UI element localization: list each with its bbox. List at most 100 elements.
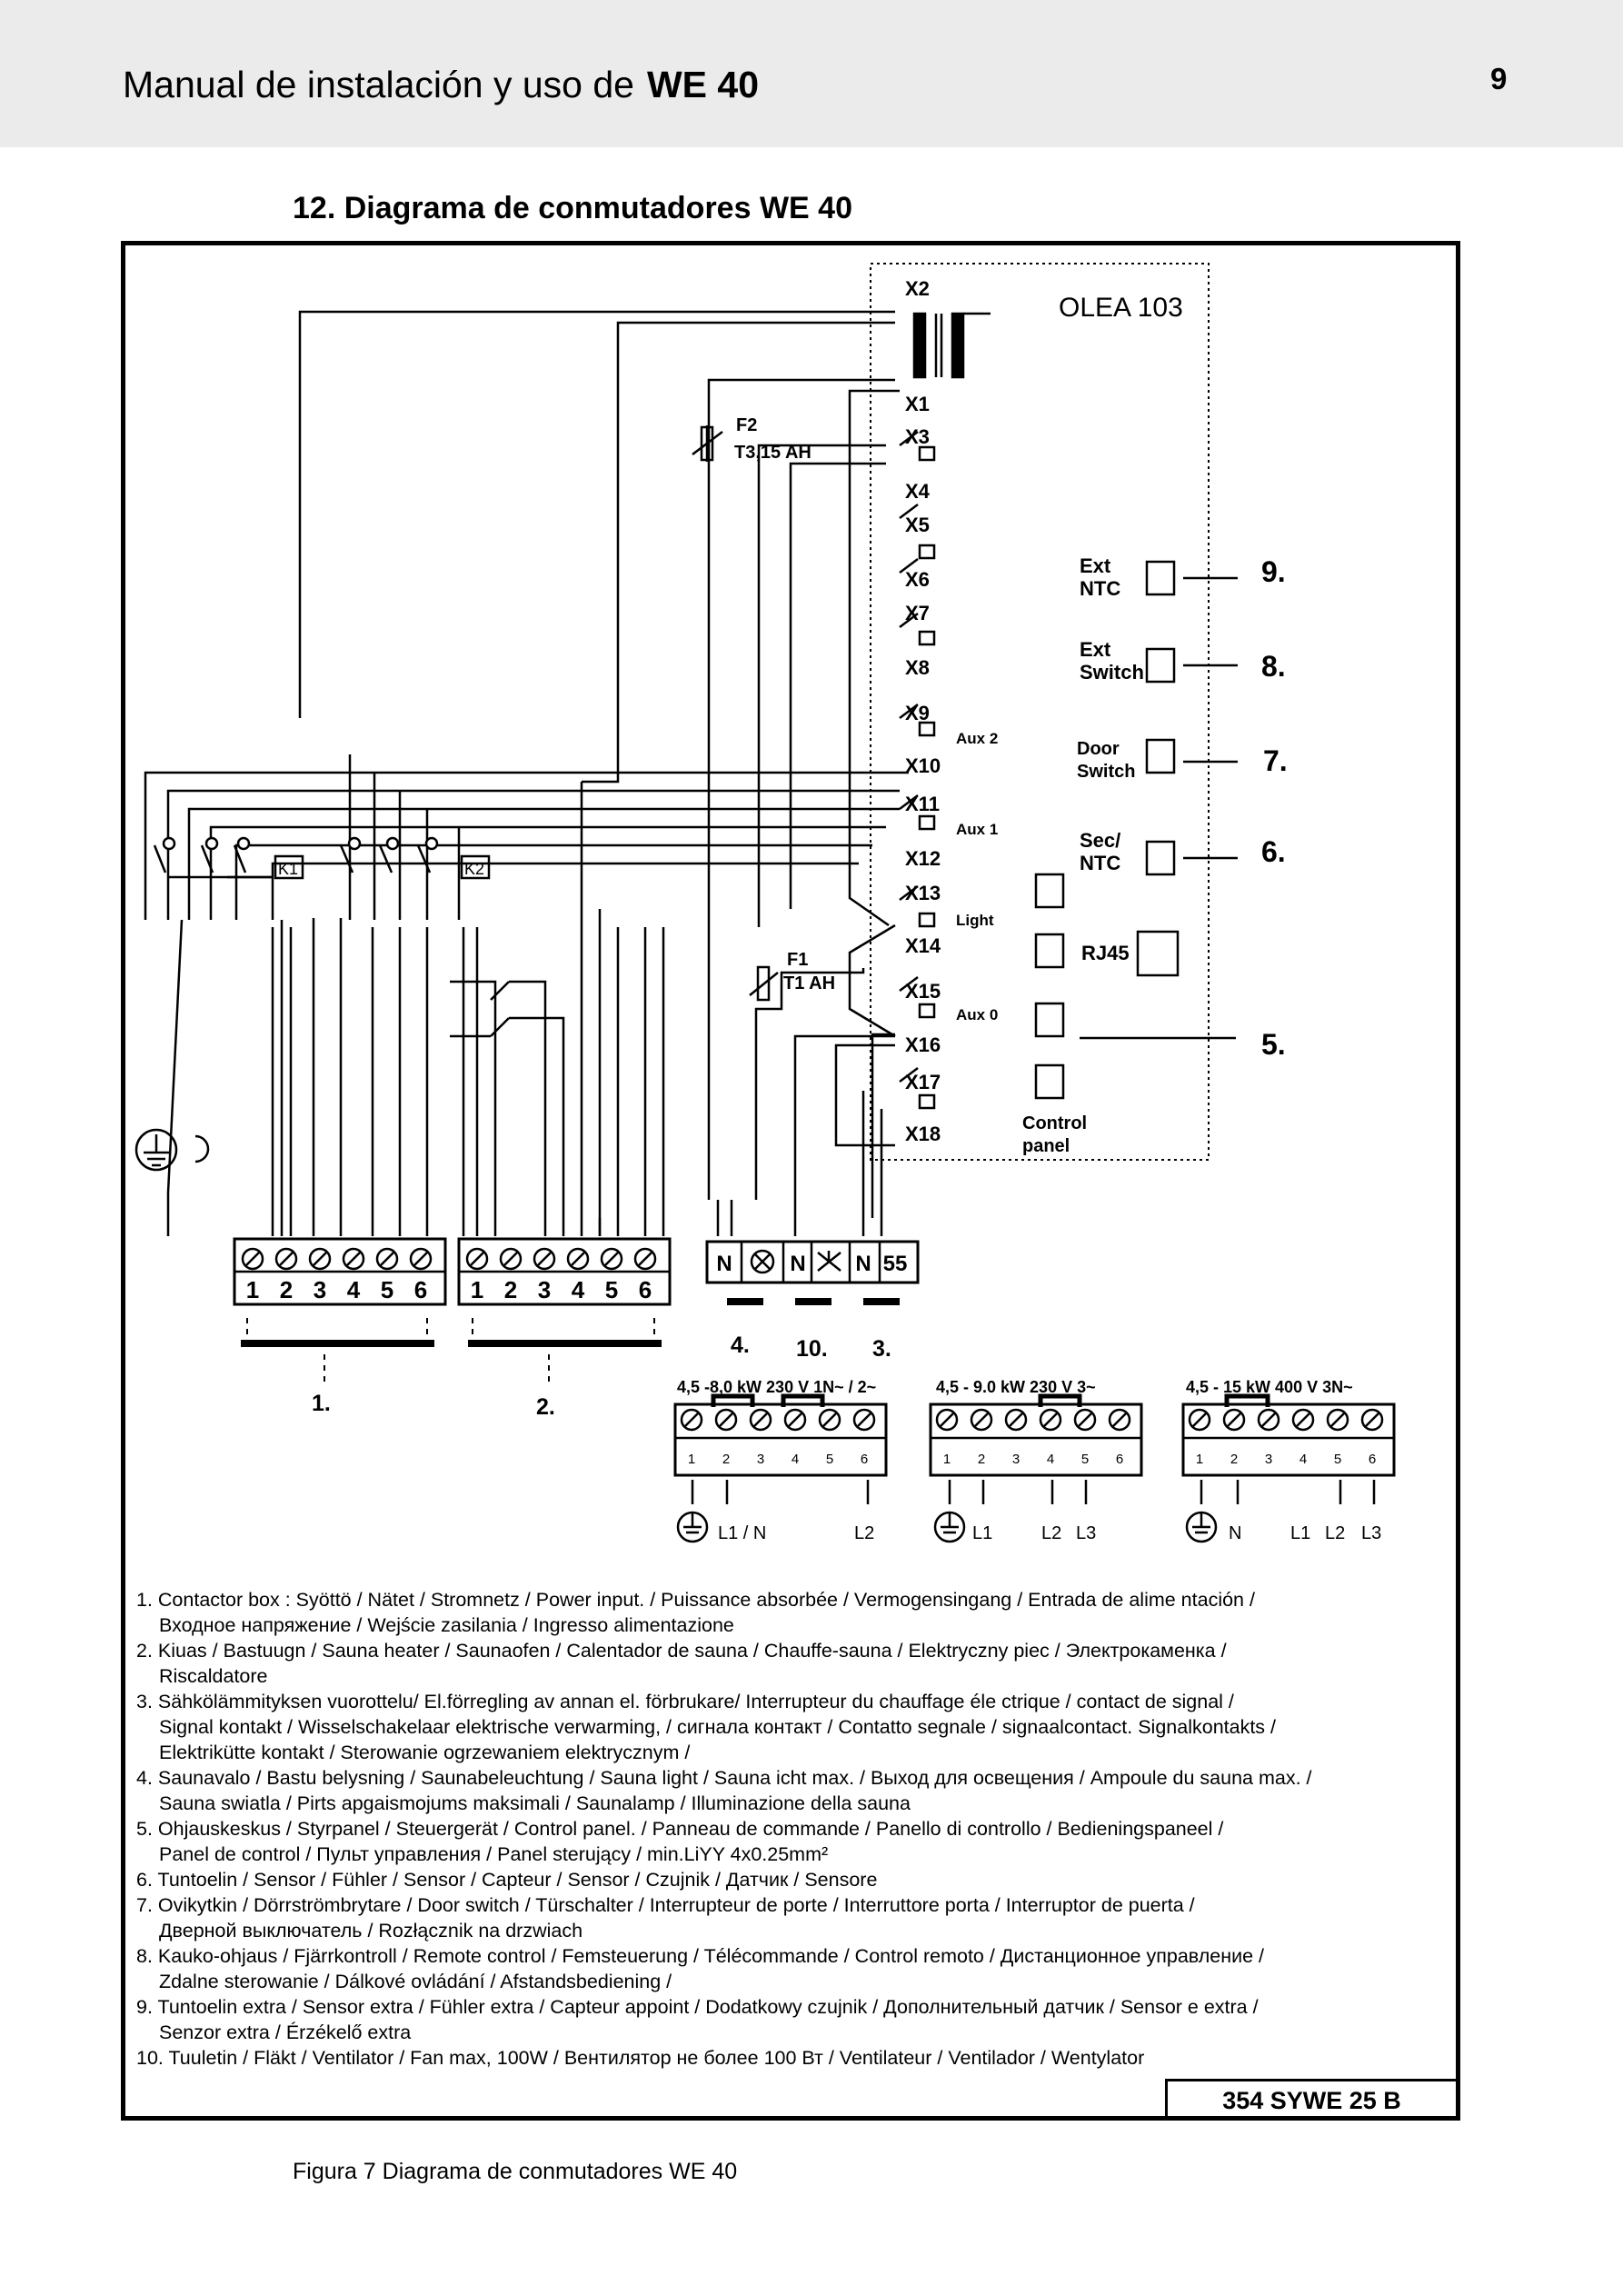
screw-slot <box>940 1413 954 1427</box>
screw-icon <box>566 1247 590 1271</box>
legend-item: 3. Sähkölämmityksen vuorottelu/ El.förre… <box>136 1691 1234 1712</box>
callout-number: 3. <box>872 1336 891 1362</box>
block2-number: 6 <box>639 1276 652 1303</box>
heater-terminal-number: 1 <box>943 1452 951 1467</box>
block3-label: N <box>716 1252 732 1276</box>
heater-terminal-number: 1 <box>1196 1452 1203 1467</box>
heater-line-label: L1 <box>1290 1523 1310 1543</box>
socket-label: NTC <box>1080 852 1120 874</box>
heater-line-label: L2 <box>854 1523 874 1543</box>
module-name: OLEA 103 <box>1059 293 1183 323</box>
screw-icon <box>633 1247 657 1271</box>
block1-number: 6 <box>414 1276 427 1303</box>
heater-header: 4,5 - 15 kW 400 V 3N~ <box>1186 1378 1353 1396</box>
screw-icon <box>1326 1408 1349 1432</box>
screw-slot <box>346 1252 361 1266</box>
terminal-label: X12 <box>905 847 941 870</box>
screw-slot <box>279 1252 294 1266</box>
screw-icon <box>1257 1408 1280 1432</box>
legend-item-continuation: Riscaldatore <box>159 1665 268 1687</box>
heater-line-label: L3 <box>1361 1523 1381 1543</box>
screw-slot <box>753 1413 768 1427</box>
heater-terminal-number: 6 <box>1369 1452 1376 1467</box>
screw-icon <box>1108 1408 1131 1432</box>
screw-icon <box>465 1247 489 1271</box>
lamp-icon <box>750 1249 775 1274</box>
screw-icon <box>1039 1408 1062 1432</box>
screw-icon <box>600 1247 623 1271</box>
socket-label: NTC <box>1080 577 1120 600</box>
heater-header: 4,5 -8,0 kW 230 V 1N~ / 2~ <box>677 1378 876 1396</box>
heater-terminal-number: 4 <box>792 1452 799 1467</box>
block2-number: 5 <box>605 1276 618 1303</box>
screw-slot <box>470 1252 484 1266</box>
heater-terminal-number: 6 <box>1116 1452 1123 1467</box>
screw-icon <box>852 1408 876 1432</box>
screw-icon <box>1291 1408 1315 1432</box>
aux-label: Light <box>956 912 994 929</box>
earth-icon <box>134 1128 210 1172</box>
heater-terminal-number: 3 <box>757 1452 764 1467</box>
callout-number: 1. <box>312 1391 331 1416</box>
socket-label: Control <box>1022 1113 1087 1133</box>
legend-item: 6. Tuntoelin / Sensor / Fühler / Sensor … <box>136 1869 878 1891</box>
heater-terminal-number: 5 <box>1081 1452 1089 1467</box>
screw-slot <box>1078 1413 1092 1427</box>
callout-number: 9. <box>1261 555 1286 588</box>
module-switches <box>899 431 936 1110</box>
heater-line-label: L3 <box>1076 1523 1096 1543</box>
screw-icon <box>409 1247 433 1271</box>
legend-item-continuation: Дверной выключатель / Rozłącznik na drzw… <box>159 1920 583 1942</box>
heater-line-label: N <box>1229 1523 1241 1543</box>
socket-label: Sec/ <box>1080 829 1120 852</box>
callout-number: 8. <box>1261 650 1286 683</box>
screw-slot <box>1365 1413 1379 1427</box>
screw-icon <box>1360 1408 1384 1432</box>
aux-label: Aux 0 <box>956 1006 998 1023</box>
screw-icon <box>818 1408 841 1432</box>
legend: 1. Contactor box : Syöttö / Nätet / Stro… <box>136 1587 1445 2071</box>
screw-slot <box>1009 1413 1023 1427</box>
heater-terminal-number: 6 <box>861 1452 868 1467</box>
block3-label: N <box>855 1252 871 1276</box>
block2-number: 1 <box>471 1276 483 1303</box>
terminal-label: X16 <box>905 1033 941 1056</box>
block1-number: 3 <box>314 1276 326 1303</box>
screw-slot <box>1330 1413 1345 1427</box>
legend-item: 9. Tuntoelin extra / Sensor extra / Fühl… <box>136 1996 1259 2018</box>
terminal-label: X5 <box>905 514 930 536</box>
screw-icon <box>935 1408 959 1432</box>
fuse-f1-rating: T1 AH <box>783 973 835 993</box>
aux-label: Aux 2 <box>956 730 998 747</box>
block3-label: 55 <box>883 1252 908 1276</box>
figure-caption: Figura 7 Diagrama de conmutadores WE 40 <box>293 2159 738 2184</box>
screw-slot <box>503 1252 518 1266</box>
arrow-icons <box>676 1480 1376 1543</box>
heater-terminal-number: 2 <box>978 1452 985 1467</box>
fuse-f1-label: F1 <box>787 950 808 970</box>
screw-icon <box>308 1247 332 1271</box>
legend-item: 5. Ohjauskeskus / Styrpanel / Steuergerä… <box>136 1818 1224 1840</box>
heater-line-label: L2 <box>1041 1523 1061 1543</box>
callout-number: 7. <box>1263 744 1288 777</box>
socket-label: panel <box>1022 1136 1070 1156</box>
screw-slot <box>1261 1413 1276 1427</box>
screw-icon <box>274 1247 298 1271</box>
socket-label: Ext <box>1080 554 1111 577</box>
heater-terminal-number: 4 <box>1299 1452 1307 1467</box>
screw-icon <box>1222 1408 1246 1432</box>
terminal-label: X18 <box>905 1123 941 1145</box>
screw-slot <box>638 1252 652 1266</box>
legend-item: 1. Contactor box : Syöttö / Nätet / Stro… <box>136 1589 1255 1611</box>
screw-slot <box>1043 1413 1058 1427</box>
static-lines <box>134 263 1396 1543</box>
terminal-label: X13 <box>905 882 941 904</box>
heater-block-1 <box>673 1403 888 1477</box>
heater-line-label: L1 <box>972 1523 992 1543</box>
terminal-label: X3 <box>905 425 930 448</box>
screw-slot <box>1192 1413 1207 1427</box>
screw-icon <box>342 1247 365 1271</box>
